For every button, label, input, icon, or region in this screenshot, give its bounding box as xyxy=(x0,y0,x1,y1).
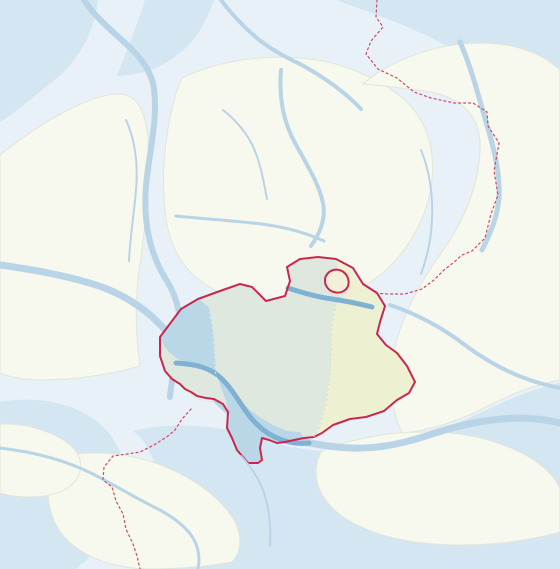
river-central-north xyxy=(278,68,326,248)
stream-south-1 xyxy=(240,455,272,547)
river-east-1 xyxy=(457,39,502,253)
stream-east-1 xyxy=(420,149,434,275)
land-south-island xyxy=(47,452,241,569)
river-east-2 xyxy=(388,303,560,390)
interior-boundary-main xyxy=(313,303,337,438)
land-south-west-fragment xyxy=(0,423,82,498)
region-small-enclave-fill[interactable] xyxy=(325,269,349,293)
region-west-fill[interactable] xyxy=(160,299,304,463)
river-south xyxy=(0,446,201,569)
region-east-fill[interactable] xyxy=(314,259,415,437)
water-body-northwest xyxy=(0,0,98,122)
river-central-branch xyxy=(174,214,326,243)
dotted-border-north xyxy=(360,0,500,295)
region-outline[interactable] xyxy=(159,256,416,464)
dotted-border-south-west xyxy=(102,408,192,569)
land-center-north xyxy=(163,56,434,308)
region-enclave-outline[interactable] xyxy=(324,268,350,294)
stream-west-1 xyxy=(125,119,138,262)
interior-boundary-west xyxy=(208,306,227,402)
land-west xyxy=(0,93,150,381)
river-north-2 xyxy=(219,0,363,111)
stream-center-1 xyxy=(222,109,268,200)
region-upper-river-highlight xyxy=(285,285,375,310)
